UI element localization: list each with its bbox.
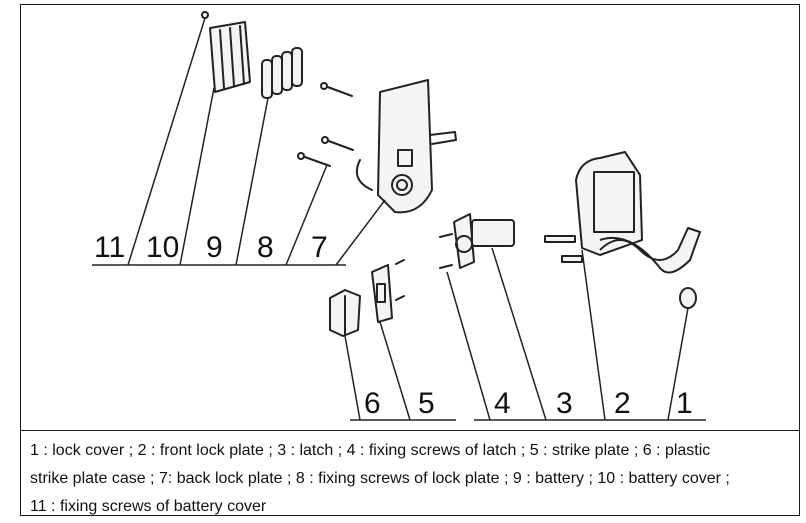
label-7: 7 (311, 231, 328, 264)
exploded-view-diagram: 11 10 9 8 7 6 5 4 3 2 1 (92, 11, 706, 421)
parts-legend: 1 : lock cover ; 2 : front lock plate ; … (20, 430, 800, 516)
diagram-frame (20, 4, 800, 516)
legend-line-2: strike plate case ; 7: back lock plate ;… (30, 470, 730, 487)
battery-cover (209, 21, 251, 93)
label-9: 9 (206, 231, 223, 264)
label-10: 10 (146, 231, 179, 264)
latch (453, 213, 515, 269)
legend-line-3: 11 : fixing screws of battery cover (30, 498, 267, 515)
battery-cover-screw (201, 11, 209, 19)
label-6: 6 (364, 387, 381, 420)
lock-cover (679, 287, 697, 309)
leader-lines (127, 17, 689, 421)
legend-line-1: 1 : lock cover ; 2 : front lock plate ; … (30, 442, 711, 459)
label-4: 4 (494, 387, 511, 420)
strike-plate-case (329, 289, 361, 337)
latch-screws (439, 233, 453, 269)
back-lock-plate (356, 79, 457, 214)
label-2: 2 (614, 387, 631, 420)
lock-plate-screws (297, 82, 354, 167)
label-underlines (92, 264, 706, 421)
label-5: 5 (418, 387, 435, 420)
batteries (261, 47, 303, 99)
label-11: 11 (94, 231, 125, 264)
label-8: 8 (257, 231, 274, 264)
front-lock-plate (544, 151, 701, 274)
label-1: 1 (676, 387, 693, 420)
strike-plate (371, 259, 405, 323)
label-3: 3 (556, 387, 573, 420)
